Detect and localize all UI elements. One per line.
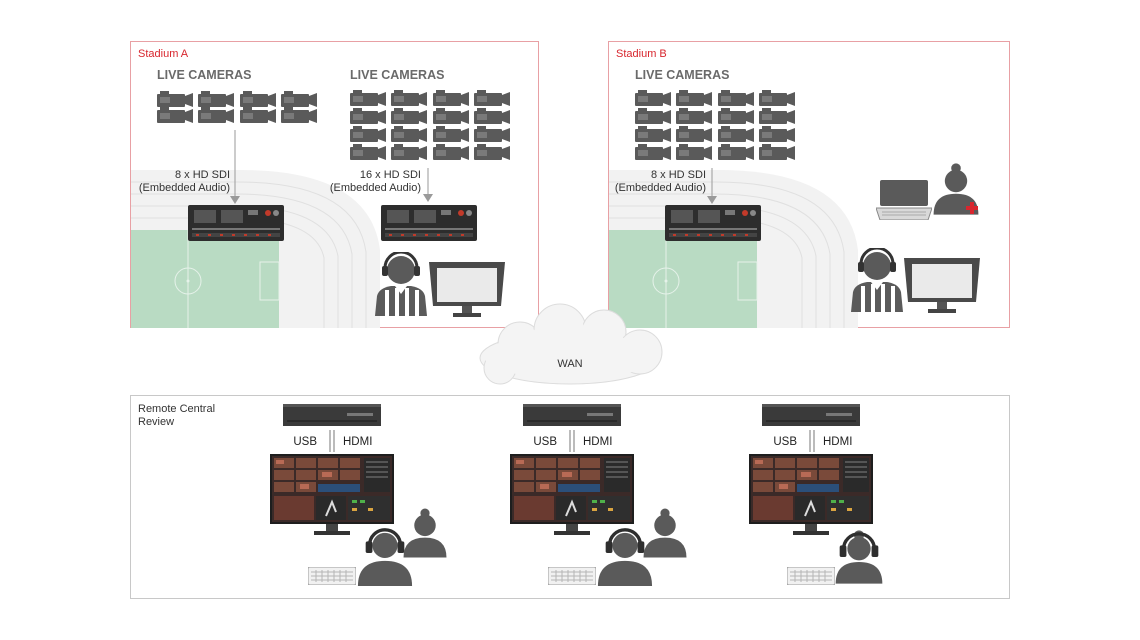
- arrow-head-icon: [707, 196, 717, 204]
- stadium-b-pitch: [609, 230, 758, 328]
- stadium-b-title: Stadium B: [616, 48, 667, 60]
- usb-label: USB: [293, 436, 317, 448]
- remote-review-panel: Remote Central Review USB HDMI USB HDMI: [130, 395, 1010, 599]
- review-station-1: USB HDMI: [270, 404, 447, 586]
- keyboard-icon: [308, 567, 356, 585]
- usb-label: USB: [773, 436, 797, 448]
- wan-label: WAN: [557, 358, 582, 370]
- sdi-link-sublabel: (Embedded Audio): [330, 182, 421, 194]
- server-icon: [665, 205, 761, 241]
- server-icon: [188, 205, 284, 241]
- cloud-icon: WAN: [479, 303, 663, 385]
- sdi-link-sublabel: (Embedded Audio): [139, 182, 230, 194]
- monitor-icon: [270, 454, 394, 536]
- live-cameras-header: LIVE CAMERAS: [350, 68, 444, 82]
- pc-tower-icon: [523, 404, 621, 426]
- medic-icon: [933, 163, 979, 215]
- stadium-a-panel: Stadium A LIVE CAMERAS 8 x HD SDI (Embed…: [130, 41, 539, 328]
- live-cameras-header: LIVE CAMERAS: [157, 68, 251, 82]
- sdi-link-label: 8 x HD SDI: [651, 169, 706, 181]
- pc-tower-icon: [283, 404, 381, 426]
- remote-title-line1: Remote Central: [138, 403, 215, 415]
- keyboard-icon: [787, 567, 835, 585]
- pc-tower-icon: [762, 404, 860, 426]
- sdi-link-label: 16 x HD SDI: [360, 169, 421, 181]
- sdi-link-sublabel: (Embedded Audio): [615, 182, 706, 194]
- review-station-2: USB HDMI: [510, 404, 687, 586]
- stadium-a-pitch: [131, 230, 280, 328]
- server-icon: [381, 205, 477, 241]
- arrow-head-icon: [230, 196, 240, 204]
- laptop-icon: [876, 180, 932, 220]
- remote-title-line2: Review: [138, 416, 174, 428]
- review-station-3: USB HDMI: [749, 404, 883, 585]
- hdmi-label: HDMI: [823, 436, 852, 448]
- stadium-a-title: Stadium A: [138, 48, 189, 60]
- arrow-head-icon: [423, 194, 433, 202]
- usb-label: USB: [533, 436, 557, 448]
- monitor-icon: [749, 454, 873, 536]
- keyboard-icon: [548, 567, 596, 585]
- stadium-b-panel: Stadium B LIVE CAMERAS 8 x HD SDI (Embed…: [608, 41, 1010, 328]
- hdmi-label: HDMI: [343, 436, 372, 448]
- live-cameras-header: LIVE CAMERAS: [635, 68, 729, 82]
- sdi-link-label: 8 x HD SDI: [175, 169, 230, 181]
- monitor-icon: [510, 454, 634, 536]
- hdmi-label: HDMI: [583, 436, 612, 448]
